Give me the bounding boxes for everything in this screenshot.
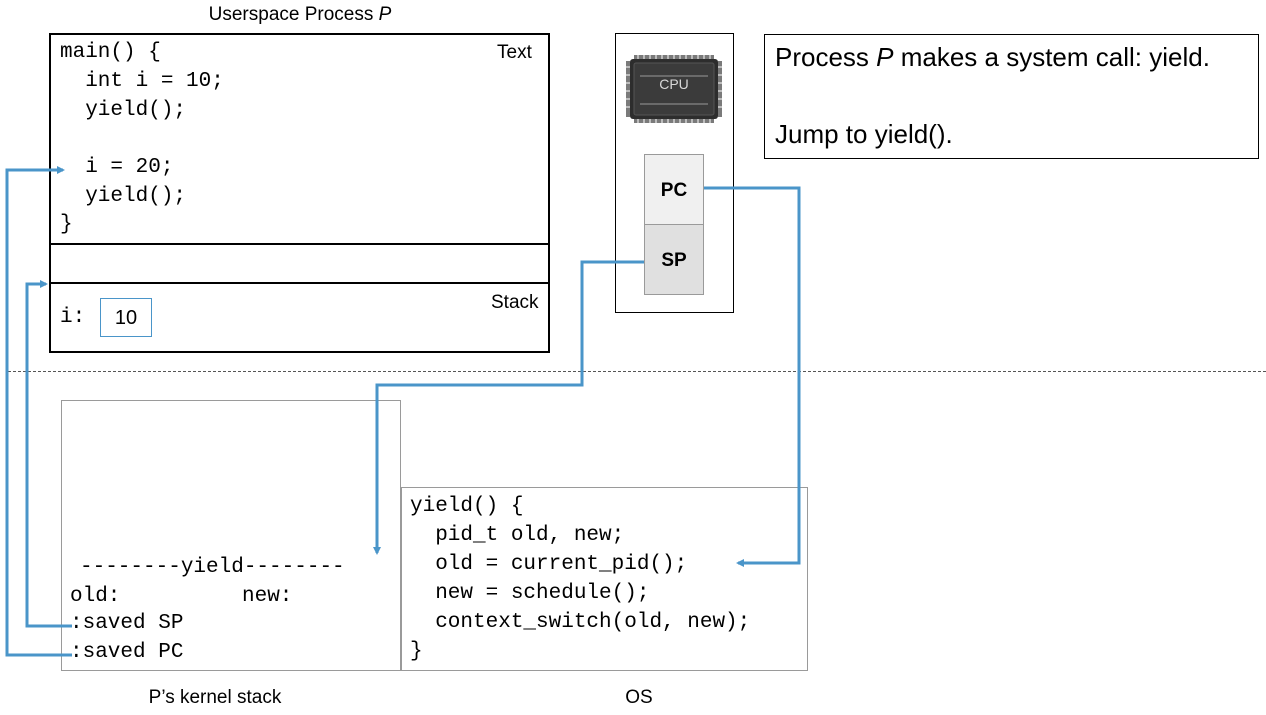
sp-register-label: SP (661, 250, 687, 271)
stack-var-value: 10 (114, 307, 138, 329)
stack-section-divider (49, 282, 550, 284)
note-line-1: Process P makes a system call: yield. (775, 42, 1210, 73)
stack-var-label: i: (60, 306, 86, 329)
user-code-line-1: main() { (60, 41, 161, 64)
user-kernel-divider (8, 371, 1266, 372)
userspace-title-text: Userspace Process (208, 4, 379, 25)
note-box (764, 34, 1259, 159)
os-code-line-1: yield() { (410, 495, 524, 518)
text-section-label: Text (497, 42, 532, 63)
note-line-1-var: P (876, 42, 894, 72)
kernel-old-label: old: (70, 585, 121, 608)
cpu-chip-label: CPU (659, 76, 689, 92)
kernel-new-label: new: (242, 585, 293, 608)
kernel-saved-sp: :saved SP (70, 612, 184, 635)
userspace-title-var: P (378, 4, 392, 25)
os-code-line-5: context_switch(old, new); (410, 611, 751, 634)
text-section-divider (49, 243, 550, 245)
stack-section-label: Stack (491, 292, 539, 313)
sp-register: SP (644, 224, 704, 295)
cpu-box (615, 33, 734, 313)
user-code-line-7: } (60, 213, 73, 236)
user-code-line-6: yield(); (60, 185, 187, 208)
userspace-title: Userspace Process P (50, 4, 550, 26)
cpu-chip-icon: CPU (626, 55, 722, 123)
user-code-line-2: int i = 10; (60, 70, 224, 93)
note-line-2: Jump to yield(). (775, 119, 953, 149)
kernel-saved-pc: :saved PC (70, 641, 184, 664)
os-code-line-6: } (410, 640, 423, 663)
pc-register: PC (644, 154, 704, 225)
pc-register-label: PC (660, 180, 688, 201)
kernel-stack-caption: P’s kernel stack (148, 687, 282, 708)
user-code-line-3: yield(); (60, 99, 187, 122)
kernel-frame-header: --------yield-------- (80, 556, 345, 579)
user-code-line-5: i = 20; (60, 156, 174, 179)
os-caption: OS (625, 687, 653, 708)
stack-var-value-box: 10 (100, 298, 152, 337)
note-line-1-b: makes a system call: yield. (893, 42, 1210, 72)
os-code-line-4: new = schedule(); (410, 582, 650, 605)
os-code-line-3: old = current_pid(); (410, 553, 688, 576)
note-line-1-a: Process (775, 42, 877, 72)
os-code-line-2: pid_t old, new; (410, 524, 625, 547)
